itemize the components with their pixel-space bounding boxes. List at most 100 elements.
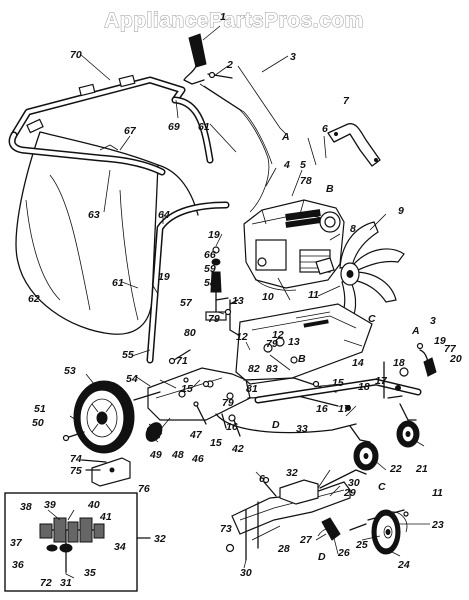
part-label: 3 — [430, 315, 436, 327]
part-label: 4 — [283, 159, 290, 171]
part-label: 54 — [126, 373, 138, 385]
pivot-bracket — [224, 299, 241, 337]
part-label: 58 — [204, 277, 216, 289]
engine — [243, 199, 345, 291]
part-label: 79 — [266, 338, 278, 350]
part-label: 33 — [296, 423, 308, 435]
callout-letters: A A B B C C D D — [272, 131, 420, 563]
part-label: 10 — [262, 291, 274, 303]
part-label: 18 — [393, 357, 405, 369]
callout-letter: D — [272, 419, 280, 431]
part-label: 76 — [138, 483, 150, 495]
part-label: 11 — [308, 289, 319, 301]
part-label: 27 — [299, 534, 313, 546]
part-label: 20 — [449, 353, 462, 365]
part-label: 53 — [64, 365, 76, 377]
part-label: 62 — [28, 293, 40, 305]
part-label: 13 — [232, 295, 244, 307]
part-label: 41 — [99, 511, 112, 523]
part-label: 81 — [246, 383, 258, 395]
part-label: 17 — [375, 375, 388, 387]
part-label: 24 — [397, 559, 410, 571]
part-label: 9 — [398, 205, 404, 217]
part-label: 30 — [348, 477, 360, 489]
callout-letter: A — [411, 325, 420, 337]
part-label: 19 — [208, 229, 220, 241]
deck-plate — [235, 303, 373, 385]
inset-detail — [4, 492, 151, 592]
part-label: 39 — [44, 499, 56, 511]
watermark-text: AppliancePartsPros.com — [104, 9, 364, 32]
part-label: 12 — [236, 331, 248, 343]
handle-frame — [146, 201, 230, 364]
part-label: 78 — [300, 175, 312, 187]
part-label: 49 — [149, 449, 162, 461]
part-label: 6 — [259, 473, 265, 485]
part-label: 70 — [70, 49, 82, 61]
part-labels: 1 2 3 3 4 5 6 6 7 8 9 10 11 11 12 12 13 … — [10, 11, 462, 589]
caster-wheels — [349, 342, 437, 471]
part-label: 67 — [124, 125, 137, 137]
part-label: 30 — [240, 567, 252, 579]
roller — [145, 422, 163, 443]
part-label: 2 — [226, 59, 233, 71]
part-label: 69 — [168, 121, 180, 133]
part-label: 26 — [337, 547, 350, 559]
part-label: 75 — [70, 465, 82, 477]
part-label: 1 — [220, 11, 226, 23]
part-label: 25 — [355, 539, 368, 551]
part-label: 79 — [222, 397, 234, 409]
part-label: 57 — [180, 297, 193, 309]
part-label: 40 — [87, 499, 100, 511]
part-label: 50 — [32, 417, 44, 429]
deflector-bracket — [307, 123, 381, 167]
small-hardware — [168, 349, 403, 437]
wheel-stand-assembly — [225, 469, 367, 561]
part-label: 73 — [220, 523, 232, 535]
part-label: 74 — [70, 453, 82, 465]
part-label: 15 — [210, 437, 222, 449]
part-label: 22 — [389, 463, 402, 475]
part-label: 23 — [431, 519, 444, 531]
part-label: 47 — [189, 429, 203, 441]
spring-pin — [317, 517, 341, 541]
part-label: 12 — [272, 329, 284, 341]
part-label: 32 — [154, 533, 166, 545]
part-label: 61 — [112, 277, 124, 289]
part-label: 66 — [204, 249, 216, 261]
callout-letter: C — [368, 313, 376, 325]
part-label: 31 — [60, 577, 72, 589]
part-label: 17 — [338, 403, 351, 415]
leader-lines — [69, 25, 430, 569]
part-label: 37 — [10, 537, 23, 549]
part-label: 42 — [231, 443, 244, 455]
part-label: 19 — [434, 335, 446, 347]
part-label: 80 — [184, 327, 196, 339]
part-label: 5 — [300, 159, 306, 171]
part-label: 15 — [332, 377, 344, 389]
part-label: 18 — [358, 381, 370, 393]
rear-bracket — [81, 457, 131, 487]
part-label: 46 — [191, 453, 204, 465]
part-label: 55 — [122, 349, 134, 361]
part-label: 3 — [290, 51, 296, 63]
part-label: 79 — [208, 313, 220, 325]
bag-frame — [8, 74, 214, 176]
part-label: 51 — [34, 403, 46, 415]
callout-letter: A — [281, 131, 290, 143]
part-label: 32 — [286, 467, 298, 479]
part-label: 36 — [12, 559, 24, 571]
part-label: 64 — [158, 209, 170, 221]
part-label: 35 — [84, 567, 96, 579]
callout-letter: D — [318, 551, 326, 563]
part-label: 83 — [266, 363, 278, 375]
part-label: 61 — [198, 121, 210, 133]
callout-letter: B — [326, 183, 334, 195]
part-label: 72 — [40, 577, 52, 589]
part-label: 16 — [226, 421, 238, 433]
part-label: 29 — [343, 487, 356, 499]
part-label: 28 — [277, 543, 290, 555]
part-label: 6 — [322, 123, 328, 135]
part-label: 48 — [171, 449, 184, 461]
